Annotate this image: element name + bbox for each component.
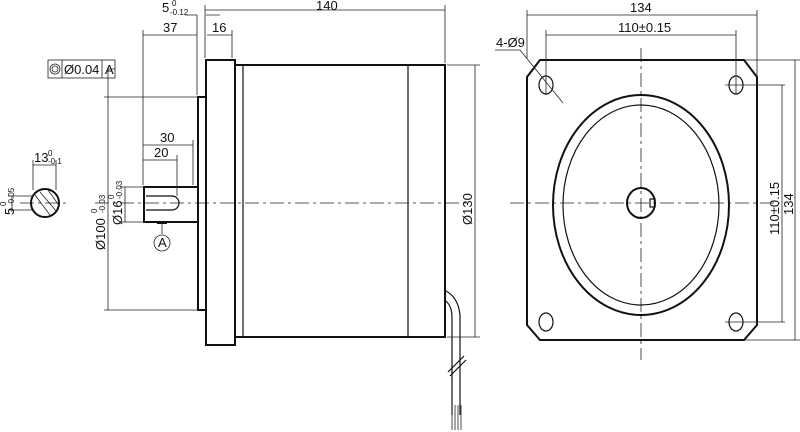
- tol-lower: -0.12: [170, 8, 189, 17]
- motor-body: [234, 64, 446, 338]
- cable: [443, 289, 461, 415]
- dim-line: [447, 64, 480, 338]
- dim-line: [120, 186, 144, 223]
- dim-boss-thickness: 5: [162, 0, 169, 15]
- concentricity-icon: [49, 63, 61, 75]
- hole-leader: [495, 49, 564, 104]
- dim-line: [104, 96, 198, 311]
- front-view: 134 110±0.15 134 110±0.15 4-Ø9: [495, 0, 800, 360]
- dim-hole-spacing-h: 110±0.15: [618, 20, 671, 35]
- pilot-boss: [197, 96, 207, 311]
- dim-shaft-diameter: Ø16: [110, 200, 125, 225]
- tol-upper: 0: [172, 0, 177, 8]
- dim-line: [185, 14, 220, 95]
- dim-line: [142, 30, 233, 185]
- tol-upper: 0: [0, 201, 8, 206]
- tolerance-value: Ø0.04: [64, 62, 99, 77]
- tol-upper: 0: [48, 149, 53, 158]
- dim-height: 134: [781, 193, 796, 215]
- tolerance-leader: [107, 68, 115, 97]
- tol-lower: -0.05: [7, 187, 16, 206]
- dim-holes: 4-Ø9: [496, 35, 525, 50]
- tolerance-frame: Ø0.04 A: [47, 59, 116, 97]
- dim-shaft-length: 37: [163, 20, 177, 35]
- cable-break-mark: [447, 355, 465, 373]
- body-circle: [552, 94, 730, 316]
- mounting-flange: [526, 59, 758, 341]
- dim-line: [204, 5, 446, 63]
- inner-body-circle: [562, 104, 720, 306]
- shaft: [143, 186, 199, 223]
- tol-upper: 0: [107, 194, 116, 199]
- tolerance-datum: A: [105, 62, 114, 77]
- shaft-key: [649, 198, 656, 208]
- dim-key-outer: 30: [160, 130, 174, 145]
- dim-line: [526, 10, 758, 76]
- dim-overall-length: 140: [316, 0, 338, 13]
- tol-upper: 0: [90, 208, 99, 213]
- dim-line: [8, 195, 32, 212]
- dim-body-diameter: Ø130: [460, 193, 475, 225]
- dim-line: [143, 140, 194, 196]
- dim-pilot-diameter: Ø100: [93, 218, 108, 250]
- shaft-section: 13 0 -0.1 5 0 -0.05: [0, 149, 68, 218]
- flange: [205, 59, 236, 346]
- dim-hole-spacing-v: 110±0.15: [767, 182, 782, 235]
- dim-flange-thickness: 16: [212, 20, 226, 35]
- tol-lower: -0.03: [115, 180, 124, 199]
- cable-break-mark: [449, 359, 467, 377]
- dim-line: [725, 84, 785, 323]
- dim-line: [545, 30, 737, 95]
- datum-label: A: [158, 235, 167, 250]
- hole-icon: [538, 312, 554, 332]
- tol-lower: -0.1: [48, 157, 62, 166]
- concentricity-icon-inner: [51, 65, 59, 73]
- dim-key-inner: 20: [154, 145, 168, 160]
- datum-marker: [153, 234, 171, 252]
- dim-line: [745, 59, 800, 341]
- side-view: 140 5 0 -0.12 37 16 30 20 Ø100 0 -0.03 Ø…: [47, 0, 480, 430]
- dim-key-depth: 5: [2, 208, 17, 215]
- dim-line: [32, 160, 57, 190]
- tol-lower: -0.03: [98, 194, 107, 213]
- keyway: [146, 195, 180, 211]
- lead-wires: [451, 405, 462, 430]
- section-hatching: [34, 189, 59, 216]
- dim-width: 134: [630, 0, 652, 15]
- dim-flat-width: 13: [34, 150, 48, 165]
